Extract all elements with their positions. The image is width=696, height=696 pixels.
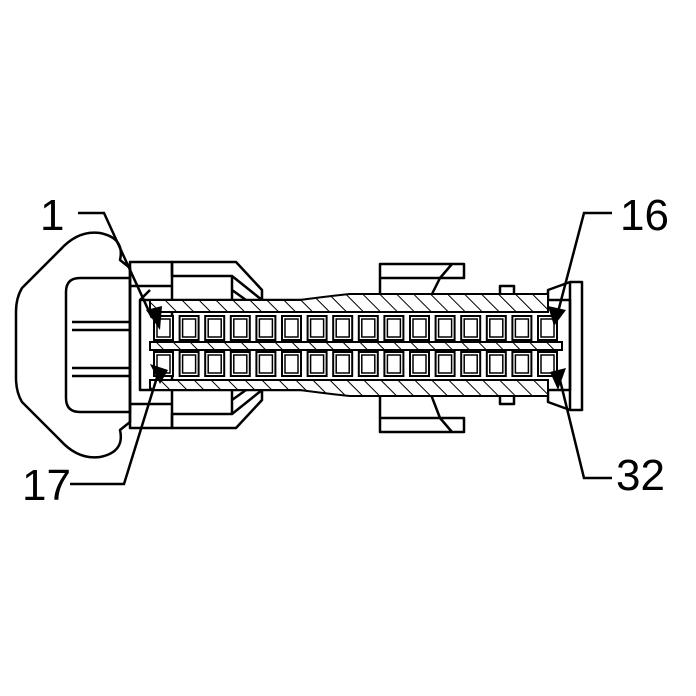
hatched-walls: [149, 293, 563, 397]
pin-cavity-inner: [284, 318, 299, 338]
leader-32: [558, 379, 612, 480]
pin-cavity: [460, 351, 482, 377]
pin-cavity-inner: [156, 318, 171, 338]
pin-cavity-inner: [514, 354, 530, 374]
pin-cavity-inner: [437, 318, 453, 338]
leader-lines: [70, 211, 612, 486]
pin-label-17: 17: [22, 461, 71, 510]
arrow-32: [550, 368, 566, 390]
pin-cavity: [537, 315, 558, 341]
pin-cavity-inner: [335, 318, 350, 338]
pin-cavity-inner: [181, 354, 197, 374]
arrow-1: [146, 306, 162, 330]
pin-cavity-inner: [386, 318, 402, 338]
pin-cavity: [332, 351, 354, 377]
pin-cavity: [537, 351, 558, 377]
pin-cavity-inner: [309, 318, 325, 338]
pin-cavity: [383, 351, 405, 377]
pin-cavity-inner: [207, 354, 222, 374]
top-wall: [149, 293, 549, 313]
pin-cavity: [409, 315, 430, 341]
pin-cavity-inner: [412, 318, 427, 338]
upper-flange: [170, 260, 264, 302]
pin-cavity: [204, 315, 226, 341]
pin-cavity: [332, 315, 354, 341]
pin-cavity: [281, 351, 302, 377]
pin-cavity: [178, 351, 200, 377]
pin-cavity-inner: [233, 354, 248, 374]
pin-cavity-inner: [284, 354, 299, 374]
pin-cavity-inner: [540, 354, 555, 374]
hood-outline: [14, 231, 132, 459]
pin-cavity-inner: [258, 318, 274, 338]
arrow-16: [548, 306, 566, 326]
pin-cavity: [306, 351, 328, 377]
pin-cavity-inner: [361, 318, 376, 338]
pin-label-1: 1: [40, 191, 64, 240]
pin-cavity: [383, 315, 405, 341]
pin-label-16: 16: [620, 191, 669, 240]
pin-cavity: [229, 351, 251, 377]
pin-cavity-inner: [463, 318, 478, 338]
top-tab: [378, 262, 466, 300]
lower-flange: [170, 388, 264, 430]
pin-cavity: [409, 351, 430, 377]
pin-cavity-inner: [514, 318, 530, 338]
pin-cavity: [255, 315, 277, 341]
pin-label-32: 32: [616, 451, 665, 500]
pin-cavity: [511, 351, 533, 377]
pin-cavity-inner: [540, 318, 555, 338]
pin-cavity: [255, 351, 277, 377]
pin-cavity-inner: [258, 354, 274, 374]
pin-cavity: [357, 315, 379, 341]
arrow-17: [150, 364, 168, 384]
leader-17: [70, 373, 160, 486]
pin-cavity: [178, 315, 200, 341]
arrowheads: [146, 306, 566, 390]
pin-cavity: [485, 351, 507, 377]
hood-pocket: [64, 276, 132, 414]
pin-cavity-inner: [386, 354, 402, 374]
pin-cavity: [434, 315, 456, 341]
leader-1: [78, 211, 154, 319]
pin-cavity: [306, 315, 328, 341]
pin-cavity-inner: [309, 354, 325, 374]
pin-cavity-inner: [463, 354, 478, 374]
pin-cavities: [153, 315, 558, 377]
bottom-wall: [149, 379, 549, 397]
middle-wall: [149, 341, 563, 351]
bottom-tab: [378, 390, 466, 434]
pin-cavity: [204, 351, 226, 377]
pin-cavity: [281, 315, 302, 341]
end-flange: [546, 280, 584, 412]
pin-cavity-inner: [233, 318, 248, 338]
pin-cavity-inner: [489, 318, 504, 338]
pin-cavity: [357, 351, 379, 377]
pin-cavity-inner: [181, 318, 197, 338]
pin-cavity: [511, 315, 533, 341]
leader-16: [556, 211, 612, 313]
pin-cavity: [485, 315, 507, 341]
pin-cavity-inner: [361, 354, 376, 374]
pin-cavity-inner: [437, 354, 453, 374]
pin-cavity-inner: [207, 318, 222, 338]
pin-cavity-inner: [489, 354, 504, 374]
pin-cavity-inner: [412, 354, 427, 374]
pin-cavity: [460, 315, 482, 341]
pin-cavity: [434, 351, 456, 377]
pin-cavity: [229, 315, 251, 341]
pin-cavity-inner: [335, 354, 350, 374]
